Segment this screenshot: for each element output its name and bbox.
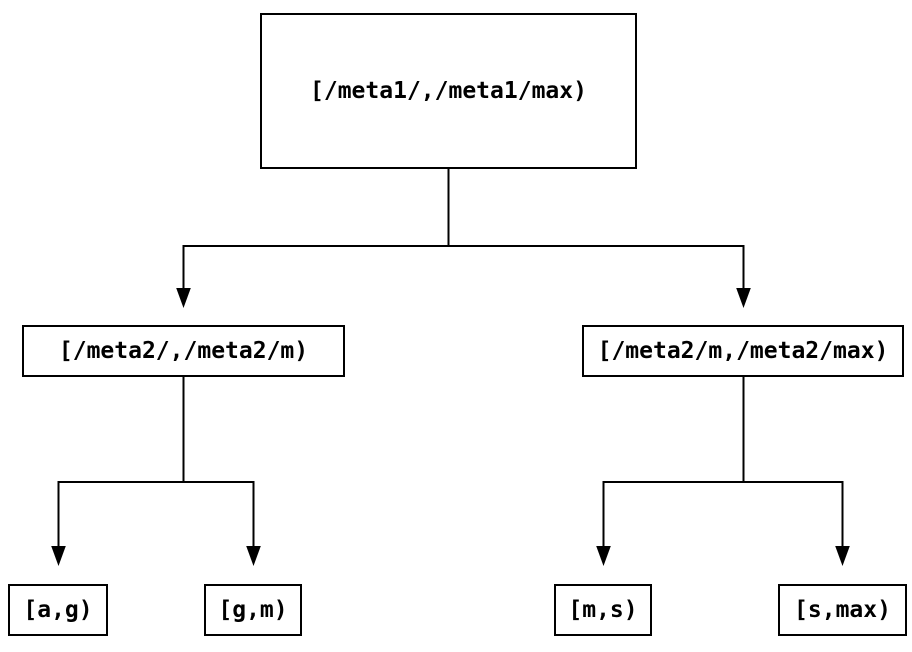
- node-leaf-ag: [a,g): [8, 584, 108, 636]
- node-leaf-ag-label: [a,g): [23, 597, 93, 623]
- arrowhead-down-icon: [246, 546, 261, 566]
- node-mid-left: [/meta2/,/meta2/m): [22, 325, 345, 377]
- arrowhead-down-icon: [176, 288, 191, 308]
- arrowhead-down-icon: [51, 546, 66, 566]
- node-root: [/meta1/,/meta1/max): [260, 13, 637, 169]
- node-mid-right: [/meta2/m,/meta2/max): [582, 325, 904, 377]
- node-root-label: [/meta1/,/meta1/max): [310, 78, 587, 104]
- node-leaf-smax: [s,max): [778, 584, 907, 636]
- arrowhead-down-icon: [835, 546, 850, 566]
- node-leaf-gm: [g,m): [204, 584, 302, 636]
- arrowhead-down-icon: [596, 546, 611, 566]
- node-leaf-gm-label: [g,m): [218, 597, 288, 623]
- node-mid-right-label: [/meta2/m,/meta2/max): [597, 338, 889, 364]
- node-leaf-smax-label: [s,max): [794, 597, 891, 623]
- node-leaf-ms: [m,s): [554, 584, 652, 636]
- node-mid-left-label: [/meta2/,/meta2/m): [58, 338, 309, 364]
- node-leaf-ms-label: [m,s): [568, 597, 638, 623]
- arrowhead-down-icon: [736, 288, 751, 308]
